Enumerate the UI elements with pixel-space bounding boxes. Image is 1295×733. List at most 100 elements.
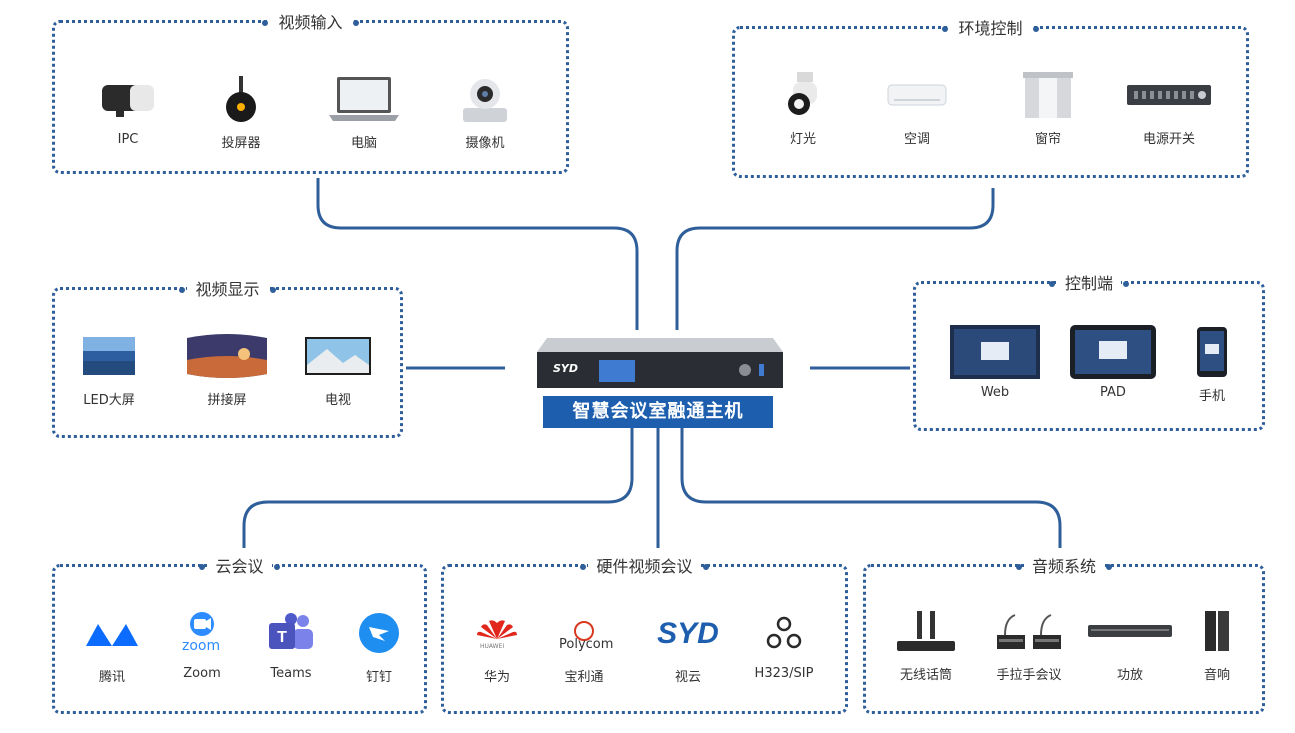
group-title: 视频显示 (187, 280, 268, 299)
ipc-camera-icon (102, 84, 154, 117)
svg-text:SYD: SYD (657, 617, 719, 650)
hub-logo: SYD (553, 362, 579, 375)
spotlight-icon (788, 71, 817, 115)
item-label: LED大屏 (83, 393, 135, 408)
svg-text:T: T (277, 629, 287, 646)
huawei-icon (477, 619, 517, 639)
item-label: 电脑 (350, 136, 377, 151)
item-label: 腾讯 (98, 670, 125, 685)
laptop-icon (329, 76, 399, 121)
video-wall-icon (187, 333, 267, 378)
item-led-screen: LED大屏 (59, 328, 159, 408)
hub-device: SYD (537, 338, 783, 394)
item-conference-mic: 手拉手会议 (979, 603, 1079, 683)
item-tv: 电视 (288, 328, 388, 408)
item-curtain: 窗帘 (998, 67, 1098, 147)
group-audio: 音频系统 无线话筒 手拉手会议 功放 音响 (863, 557, 1265, 714)
item-label: 无线话筒 (899, 668, 952, 683)
dingtalk-icon (359, 612, 399, 653)
item-power-switch: 电源开关 (1119, 67, 1219, 147)
item-shiyun: SYD 视云 (638, 605, 738, 686)
item-label: 窗帘 (1034, 132, 1061, 147)
group-control-end: 控制端 Web PAD 手机 (913, 274, 1265, 431)
item-camera: 摄像机 (435, 71, 535, 151)
amplifier-icon (1088, 624, 1172, 637)
item-label: Zoom (183, 666, 221, 681)
conference-mic-icon (997, 613, 1061, 649)
item-wireless-mic: 无线话筒 (876, 603, 976, 683)
item-dingtalk: 钉钉 (329, 605, 429, 685)
item-pc: 电脑 (314, 71, 414, 151)
item-label: 手机 (1198, 389, 1225, 404)
polycom-icon (574, 620, 594, 641)
speaker-icon (1205, 610, 1229, 651)
group-cloud-meeting: 云会议 腾讯 Zoom zoom T Teams 钉钉 (52, 557, 429, 714)
item-label: Teams (270, 666, 312, 681)
power-sequencer-icon (1127, 84, 1211, 105)
tablet-icon (1070, 324, 1156, 379)
line-audio (680, 428, 1062, 548)
screen-cast-icon (226, 75, 256, 122)
group-env-control: 环境控制 灯光 空调 窗帘 电源开关 (732, 19, 1249, 178)
zoom-icon (190, 611, 214, 636)
item-label: 功放 (1116, 668, 1143, 683)
item-label: 投屏器 (221, 136, 261, 151)
item-label: H323/SIP (754, 666, 814, 681)
group-hw-meeting: 硬件视频会议 华为 HUAWEI 宝利通 Polycom SYD 视云 H323… (441, 557, 848, 714)
item-polycom: 宝利通 (534, 605, 634, 685)
item-huawei: 华为 (447, 605, 547, 685)
item-label: PAD (1100, 385, 1126, 400)
item-phone: 手机 (1162, 324, 1262, 404)
group-title: 控制端 (1056, 274, 1121, 293)
huawei-wordmark: HUAWEI (480, 643, 505, 650)
item-label: 电视 (324, 393, 351, 408)
hub-label: 智慧会议室融通主机 (543, 396, 773, 428)
line-video-input (316, 178, 639, 330)
led-wall-icon (83, 336, 135, 375)
item-ipc: IPC (78, 71, 178, 147)
group-title: 环境控制 (950, 19, 1031, 38)
item-label: IPC (117, 132, 139, 147)
item-label: 空调 (903, 132, 930, 147)
air-conditioner-icon (887, 84, 947, 105)
item-label: Web (980, 385, 1010, 400)
polycom-wordmark: Polycom (559, 637, 614, 652)
item-h323-sip: H323/SIP (734, 605, 834, 681)
tencent-meeting-icon (86, 623, 138, 646)
group-video-display: 视频显示 LED大屏 拼接屏 电视 (52, 280, 403, 438)
item-label: 音响 (1203, 668, 1230, 683)
line-env-control (675, 188, 995, 330)
smartphone-icon (1197, 326, 1227, 377)
item-amplifier: 功放 (1080, 603, 1180, 683)
item-label: 华为 (483, 670, 510, 685)
item-label: 拼接屏 (207, 393, 247, 408)
wireless-mic-icon (897, 610, 955, 651)
item-teams: T Teams (241, 605, 341, 681)
tv-icon (305, 336, 371, 375)
curtain-icon (1023, 71, 1073, 118)
item-label: 电源开关 (1142, 132, 1195, 147)
item-zoom: Zoom (152, 605, 252, 681)
item-label: 灯光 (789, 132, 816, 147)
zoom-wordmark: zoom (182, 638, 221, 654)
item-pad: PAD (1063, 324, 1163, 400)
item-ac: 空调 (867, 67, 967, 147)
group-title: 云会议 (207, 557, 272, 576)
group-title: 硬件视频会议 (588, 557, 701, 576)
line-cloud-meeting (242, 428, 634, 548)
protocol-nodes-icon (766, 616, 802, 648)
item-tencent: 腾讯 (62, 605, 162, 685)
monitor-icon (950, 324, 1040, 379)
item-label: 摄像机 (465, 136, 505, 151)
group-video-input: 视频输入 IPC 投屏器 电脑 摄像机 (52, 13, 569, 174)
item-label: 钉钉 (365, 670, 392, 685)
item-label: 宝利通 (564, 670, 604, 685)
syd-logo-icon: SYD (657, 617, 719, 650)
item-light: 灯光 (753, 67, 853, 147)
item-splice-screen: 拼接屏 (177, 328, 277, 408)
group-title: 音频系统 (1023, 557, 1104, 576)
teams-icon: T (269, 612, 313, 649)
ptz-camera-icon (463, 78, 507, 122)
group-title: 视频输入 (270, 13, 351, 32)
